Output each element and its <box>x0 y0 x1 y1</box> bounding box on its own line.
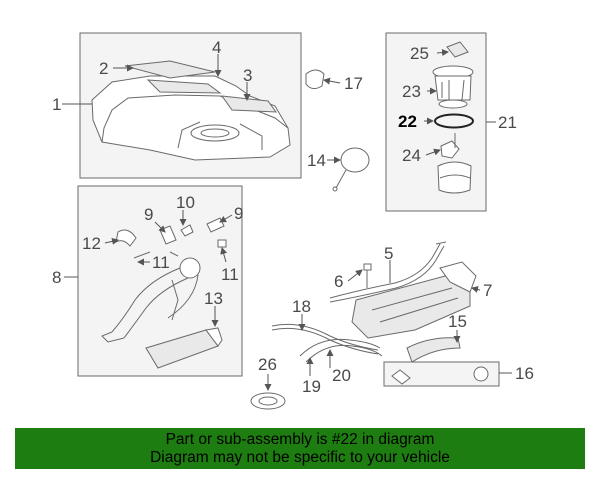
fuel-strainer-part <box>437 161 472 194</box>
clamp-group-box <box>383 361 500 387</box>
fuel-pump-part <box>432 41 474 109</box>
parts-diagram: 1 2 4 3 17 14 25 23 22 24 21 8 9 10 9 12… <box>52 32 534 410</box>
fuel-tank-part <box>91 60 291 161</box>
callout-22: 22 <box>398 112 417 131</box>
callout-9b: 9 <box>234 204 243 223</box>
callout-8: 8 <box>52 268 61 287</box>
callout-13: 13 <box>204 289 223 308</box>
tank-strap-part <box>329 241 447 303</box>
callout-6: 6 <box>334 272 343 291</box>
callout-12: 12 <box>82 234 101 253</box>
vapor-line-part <box>271 323 383 363</box>
fuel-level-sender-part <box>440 133 460 159</box>
notice-banner: Part or sub-assembly is #22 in diagram D… <box>15 428 585 469</box>
callout-14: 14 <box>307 151 326 170</box>
callout-10: 10 <box>176 193 195 212</box>
callout-20: 20 <box>332 366 351 385</box>
fuel-pump-gasket-part <box>434 113 474 129</box>
filler-neck-part <box>101 257 223 369</box>
callout-2: 2 <box>99 59 108 78</box>
notice-line-2: Diagram may not be specific to your vehi… <box>150 449 450 466</box>
leader-lines <box>62 49 512 391</box>
callout-18: 18 <box>292 297 311 316</box>
callout-11a: 11 <box>152 253 170 272</box>
callout-26: 26 <box>258 355 277 374</box>
callout-19: 19 <box>302 377 321 396</box>
drain-plug-part <box>250 392 286 410</box>
callout-16: 16 <box>515 364 534 383</box>
callout-9a: 9 <box>144 205 153 224</box>
fuel-cap-part <box>305 69 325 90</box>
callout-4: 4 <box>212 38 221 57</box>
callout-23: 23 <box>402 82 421 101</box>
callout-1: 1 <box>52 95 61 114</box>
callout-11b: 11 <box>221 265 239 284</box>
callout-3: 3 <box>243 66 252 85</box>
callout-17: 17 <box>344 74 363 93</box>
filler-cap-part <box>332 147 370 192</box>
callout-7: 7 <box>483 281 492 300</box>
callout-25: 25 <box>410 44 429 63</box>
callout-24: 24 <box>402 146 421 165</box>
callout-15: 15 <box>448 312 467 331</box>
notice-line-1: Part or sub-assembly is #22 in diagram <box>165 431 435 448</box>
hose-part <box>406 337 461 363</box>
callout-5: 5 <box>384 244 393 263</box>
bolt-part <box>363 263 372 288</box>
heat-shield-part <box>351 261 477 339</box>
callout-21: 21 <box>498 113 517 132</box>
